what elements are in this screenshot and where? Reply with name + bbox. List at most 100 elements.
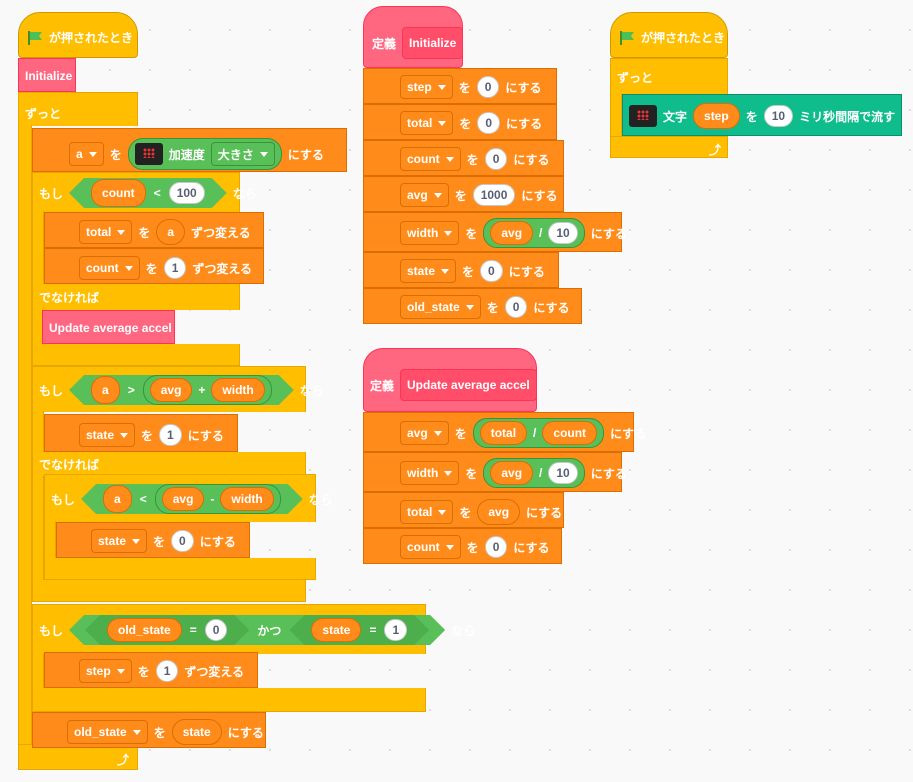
var-dropdown-count[interactable]: count [400,147,461,171]
a-greater-than-avg-plus-width-condition[interactable]: a > avg + width [69,375,294,405]
scroll-text-block[interactable]: 文字 step を 10 ミリ秒間隔で流す [622,94,902,136]
num-0[interactable]: 0 [205,619,228,641]
avg-minus-width-operator[interactable]: avg - width [155,484,281,514]
num-1000[interactable]: 1000 [472,184,516,206]
set-width-to-avg-div-10-block[interactable]: width を avg / 10 にする [363,212,627,252]
num-0[interactable]: 0 [504,296,528,318]
set-state-to-1-block[interactable]: state を 1 にする [44,414,238,452]
when-flag-clicked-hat-1[interactable]: が押されたとき [18,12,138,58]
avg-reporter[interactable]: avg [477,499,521,525]
var-dropdown-state[interactable]: state [79,423,136,447]
change-step-by-1-block[interactable]: step を 1 ずつ変える [44,652,258,688]
avg-plus-width-operator[interactable]: avg + width [143,375,272,405]
var-dropdown-state[interactable]: state [91,529,148,553]
var-dropdown-total[interactable]: total [400,111,454,135]
set-avg-to-total-div-count-block[interactable]: avg を total / count にする [363,412,646,452]
set-state-to-0-init-block[interactable]: state を 0 にする [363,252,559,288]
set-step-to-0-block[interactable]: step を 0 にする [363,68,557,104]
num-0[interactable]: 0 [477,112,501,134]
num-1[interactable]: 1 [155,660,179,682]
set-total-to-0-block[interactable]: total を 0 にする [363,104,557,140]
set-old-state-to-state-block[interactable]: old_state を state にする [32,712,266,748]
var-dropdown-total[interactable]: total [79,220,133,244]
state-reporter[interactable]: state [311,618,361,642]
define-update-average-accel-hat[interactable]: 定義 Update average accel [363,348,537,412]
set-count-to-0-block[interactable]: count を 0 にする [363,140,564,176]
define-initialize-hat[interactable]: 定義 Initialize [363,6,464,68]
var-dropdown-avg[interactable]: avg [400,183,449,207]
forever-block-2[interactable]: ずっと [610,58,728,94]
num-0[interactable]: 0 [171,530,194,552]
strength-dropdown[interactable]: 大きさ [210,142,275,166]
if-else-count-block[interactable]: もし count < 100 なら [32,172,257,212]
width-reporter[interactable]: width [211,378,264,402]
call-update-average-accel-block[interactable]: Update average accel [42,310,175,344]
step-reporter[interactable]: step [693,103,740,129]
count-less-than-100-condition[interactable]: count < 100 [69,178,227,208]
var-dropdown-old-state[interactable]: old_state [400,295,481,319]
var-dropdown-total[interactable]: total [400,500,454,524]
num-1[interactable]: 1 [163,257,187,279]
avg-reporter[interactable]: avg [150,378,193,402]
if-a-less-than-block[interactable]: もし a < avg - width なら [44,474,333,522]
initialize-prototype[interactable]: Initialize [402,27,464,59]
num-0[interactable]: 0 [484,148,508,170]
set-count-to-0-update-block[interactable]: count を 0 にする [363,528,562,564]
count-reporter[interactable]: count [91,179,146,207]
num-10[interactable]: 10 [548,222,578,244]
var-dropdown-old-state[interactable]: old_state [67,720,148,744]
num-10[interactable]: 10 [763,105,794,127]
avg-reporter[interactable]: avg [490,221,534,245]
if-step-block[interactable]: もし old_state = 0 かつ state = 1 なら [32,604,475,654]
state-equals-1-condition[interactable]: state = 1 [289,615,429,645]
old-state-equals-0-condition[interactable]: old_state = 0 [85,615,249,645]
change-total-by-a-block[interactable]: total を a ずつ変える [44,212,264,248]
var-dropdown-step[interactable]: step [400,75,453,99]
and-condition[interactable]: old_state = 0 かつ state = 1 [69,615,445,645]
num-0[interactable]: 0 [480,260,503,282]
state-reporter[interactable]: state [171,719,222,745]
set-total-to-avg-block[interactable]: total を avg にする [363,492,564,528]
when-flag-clicked-hat-2[interactable]: が押されたとき [610,12,728,58]
acceleration-reporter[interactable]: 加速度 大きさ [127,138,282,170]
num-0[interactable]: 0 [484,536,508,558]
call-initialize-label: Initialize [25,69,73,83]
set-state-to-0-block[interactable]: state を 0 にする [56,522,250,558]
var-dropdown-avg[interactable]: avg [400,421,449,445]
count-reporter[interactable]: count [542,421,598,445]
avg-reporter[interactable]: avg [162,487,205,511]
avg-reporter[interactable]: avg [490,461,534,485]
avg-div-10-operator[interactable]: avg / 10 [483,218,585,248]
num-0[interactable]: 0 [476,76,500,98]
total-div-count-operator[interactable]: total / count [472,418,605,448]
forever-block[interactable]: ずっと [18,92,138,126]
set-old-state-to-0-block[interactable]: old_state を 0 にする [363,288,582,324]
change-count-by-1-block[interactable]: count を 1 ずつ変える [44,248,264,284]
set-avg-to-1000-block[interactable]: avg を 1000 にする [363,176,564,212]
var-dropdown-state[interactable]: state [400,259,457,283]
width-reporter[interactable]: width [220,487,273,511]
a-reporter[interactable]: a [103,485,132,513]
call-initialize-block[interactable]: Initialize [18,58,76,92]
var-dropdown-count[interactable]: count [79,256,140,280]
var-dropdown-a[interactable]: a [69,142,104,166]
a-less-than-avg-minus-width-condition[interactable]: a < avg - width [81,484,303,514]
num-1[interactable]: 1 [384,619,407,641]
var-dropdown-count[interactable]: count [400,535,461,559]
var-dropdown-width[interactable]: width [400,221,460,245]
num-10[interactable]: 10 [548,462,578,484]
set-a-to-acceleration-block[interactable]: a を 加速度 大きさ にする [32,128,347,172]
var-dropdown-step[interactable]: step [79,659,132,683]
update-average-accel-prototype[interactable]: Update average accel [400,369,537,401]
if-else-state-block[interactable]: もし a > avg + width なら [32,366,324,412]
set-width-to-avg-div-10-block-2[interactable]: width を avg / 10 にする [363,452,627,492]
old-state-reporter[interactable]: old_state [107,618,182,642]
avg-div-10-operator[interactable]: avg / 10 [483,458,585,488]
microbit-icon [629,105,657,127]
a-reporter[interactable]: a [91,376,120,404]
num-1[interactable]: 1 [159,424,182,446]
total-reporter[interactable]: total [479,421,528,445]
var-dropdown-width[interactable]: width [400,461,460,485]
a-reporter[interactable]: a [156,219,186,245]
num-100[interactable]: 100 [169,182,205,204]
